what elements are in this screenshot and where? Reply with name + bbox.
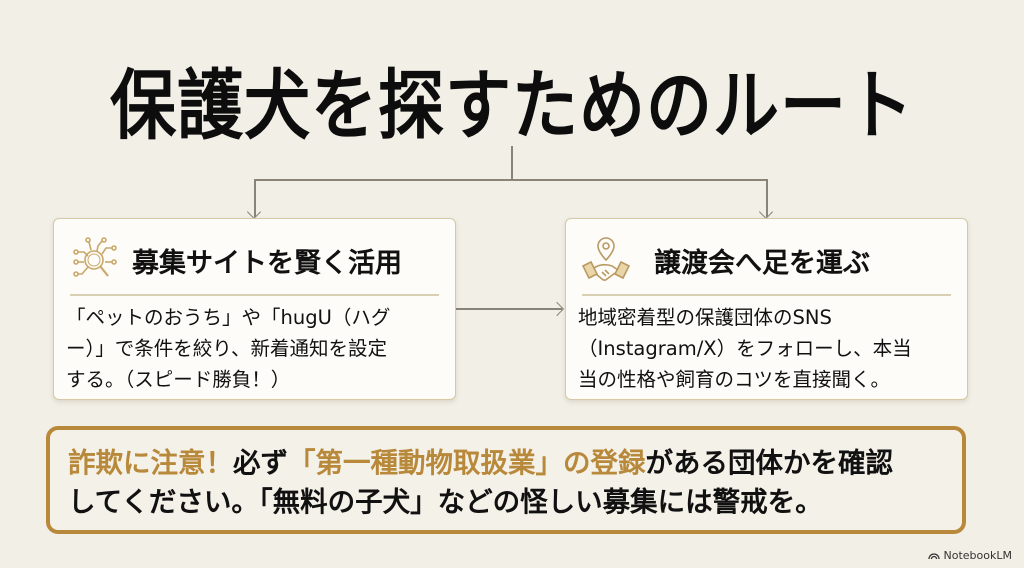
card-body-line: 「ペットのおうち」や「hugU（ハグ <box>66 306 391 329</box>
arrowhead-right <box>549 301 565 317</box>
card-title: 募集サイトを賢く活用 <box>132 247 402 279</box>
warning-line-2: してください。「無料の子犬」などの怪しい募集には警戒を。 <box>68 486 823 518</box>
brand-label: NotebookLM <box>943 549 1012 562</box>
warning-highlight: 「第一種動物取扱業」の登録 <box>288 447 646 479</box>
warning-text-segment: がある団体かを確認 <box>645 447 894 479</box>
connector-left-drop <box>254 179 256 217</box>
arrowhead-right-down <box>758 204 774 220</box>
search-network-icon <box>73 237 117 277</box>
card-divider <box>582 294 951 296</box>
card-recruitment-sites: 募集サイトを賢く活用 「ペットのおうち」や「hugU（ハグ ー）」で条件を絞り、… <box>53 218 456 400</box>
card-body-line: 当の性格や飼育のコツを直接聞く。 <box>578 368 891 391</box>
card-body-line: （Instagram/X）をフォローし、本当 <box>578 337 912 360</box>
warning-line-1: 詐欺に注意！必ず「第一種動物取扱業」の登録がある団体かを確認 <box>68 444 952 483</box>
page-title: 保護犬を探すためのルート <box>110 62 914 151</box>
warning-text: 詐欺に注意！必ず「第一種動物取扱業」の登録がある団体かを確認 してください。「無… <box>68 444 952 522</box>
card-body: 「ペットのおうち」や「hugU（ハグ ー）」で条件を絞り、新着通知を設定 する。… <box>66 302 443 395</box>
brand-watermark: NotebookLM <box>927 549 1012 562</box>
warning-highlight: 詐欺に注意！ <box>68 447 233 479</box>
arrowhead-left-down <box>246 204 262 220</box>
card-title: 譲渡会へ足を運ぶ <box>654 247 870 279</box>
warning-text-segment: 必ず <box>233 447 288 479</box>
notebooklm-logo-icon <box>927 553 940 560</box>
card-body-line: ー）」で条件を絞り、新着通知を設定 <box>66 337 387 360</box>
connector-horizontal <box>254 179 766 181</box>
warning-box: 詐欺に注意！必ず「第一種動物取扱業」の登録がある団体かを確認 してください。「無… <box>46 426 966 534</box>
card-body-line: する。（スピード勝負！） <box>66 368 291 391</box>
card-adoption-events: 譲渡会へ足を運ぶ 地域密着型の保護団体のSNS （Instagram/X）をフォ… <box>565 218 968 400</box>
connector-right-drop <box>766 179 768 217</box>
card-divider <box>70 294 439 296</box>
connector-between-cards <box>456 308 562 310</box>
card-body-line: 地域密着型の保護団体のSNS <box>578 306 832 329</box>
handshake-location-icon <box>581 237 631 281</box>
card-body: 地域密着型の保護団体のSNS （Instagram/X）をフォローし、本当 当の… <box>578 302 955 395</box>
connector-trunk <box>511 146 513 179</box>
